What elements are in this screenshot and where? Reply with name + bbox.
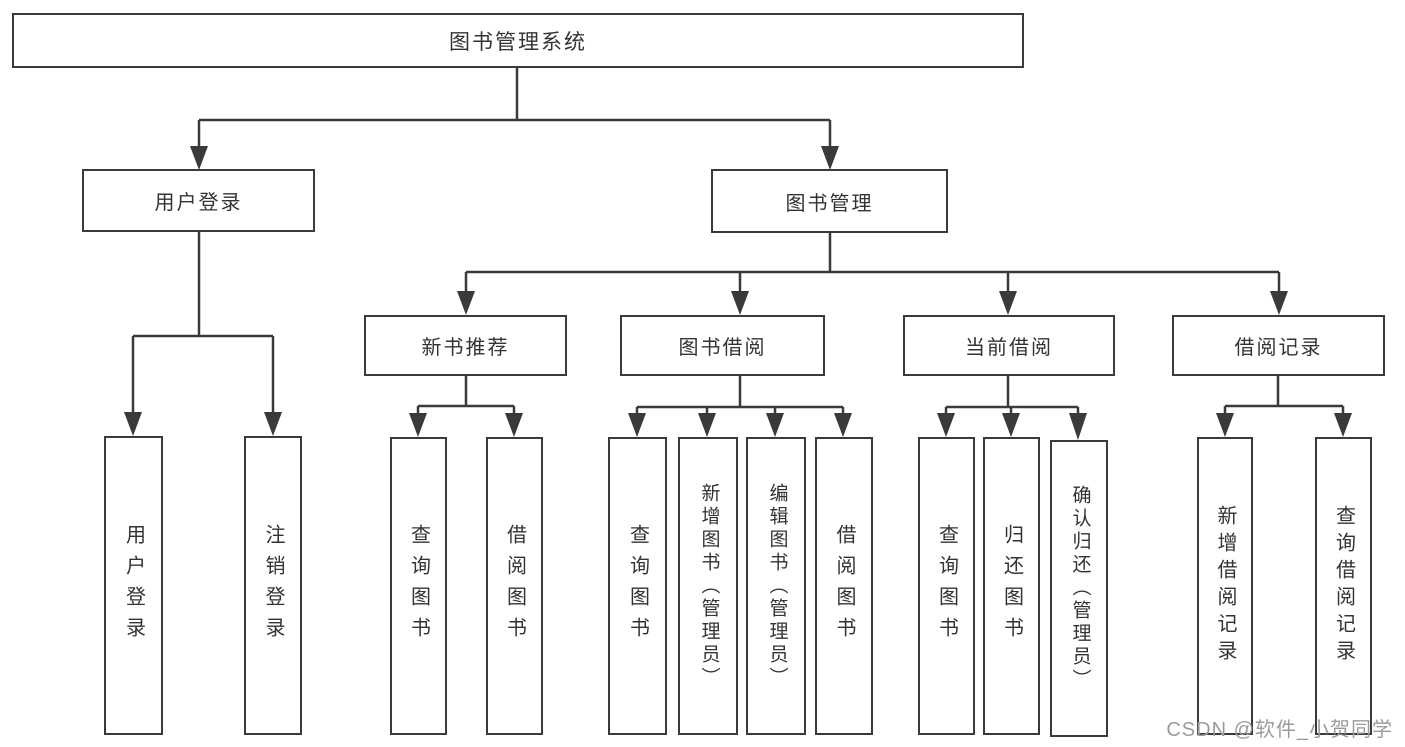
node-label: 查询借阅记录 <box>1332 505 1355 667</box>
node-label: 用户登录 <box>122 523 145 648</box>
node-label: 用户登录 <box>154 192 243 214</box>
node-label: 图书管理 <box>785 192 874 215</box>
node-label: 借阅图书 <box>503 524 526 648</box>
leaf-logout: 注销登录 <box>244 436 302 735</box>
leaf-add-borrow-record: 新增借阅记录 <box>1197 437 1253 735</box>
leaf-add-books-admin: 新增图书（管理员） <box>678 437 738 735</box>
leaf-user-login: 用户登录 <box>104 436 163 735</box>
node-label: 新书推荐 <box>421 337 510 359</box>
node-label: 查询图书 <box>935 524 958 648</box>
leaf-query-borrow-record: 查询借阅记录 <box>1315 437 1372 735</box>
node-label: 确认归还（管理员） <box>1069 485 1091 692</box>
node-borrowing-records: 借阅记录 <box>1172 315 1385 376</box>
node-label: 图书借阅 <box>678 337 767 359</box>
node-label: 注销登录 <box>262 523 284 648</box>
node-current-borrowing: 当前借阅 <box>903 315 1115 376</box>
node-label: 新增借阅记录 <box>1214 505 1236 667</box>
watermark: CSDN @软件_小贺同学 <box>1166 719 1393 741</box>
node-label: 借阅图书 <box>833 524 855 648</box>
node-label: 当前借阅 <box>965 337 1053 359</box>
leaf-borrow-books-1: 借阅图书 <box>486 437 543 735</box>
node-label: 图书管理系统 <box>449 30 587 54</box>
node-label: 借阅记录 <box>1234 337 1323 359</box>
node-book-borrowing: 图书借阅 <box>620 315 825 376</box>
node-label: 查询图书 <box>626 524 649 648</box>
leaf-edit-books-admin: 编辑图书（管理员） <box>746 437 806 735</box>
node-label: 归还图书 <box>1000 524 1023 648</box>
node-label: 编辑图书（管理员） <box>766 482 788 690</box>
node-label: 新增图书（管理员） <box>698 482 720 690</box>
node-label: 查询图书 <box>407 524 430 648</box>
leaf-confirm-return-admin: 确认归还（管理员） <box>1050 440 1108 737</box>
leaf-borrow-books-2: 借阅图书 <box>815 437 873 735</box>
node-user-login-branch: 用户登录 <box>82 169 315 232</box>
leaf-return-books: 归还图书 <box>983 437 1040 735</box>
leaf-query-books-3: 查询图书 <box>918 437 975 735</box>
node-library-management-system: 图书管理系统 <box>12 13 1024 68</box>
leaf-query-books-1: 查询图书 <box>390 437 447 735</box>
node-new-book-recommendation: 新书推荐 <box>364 315 567 376</box>
leaf-query-books-2: 查询图书 <box>608 437 667 735</box>
node-book-management: 图书管理 <box>711 169 948 233</box>
